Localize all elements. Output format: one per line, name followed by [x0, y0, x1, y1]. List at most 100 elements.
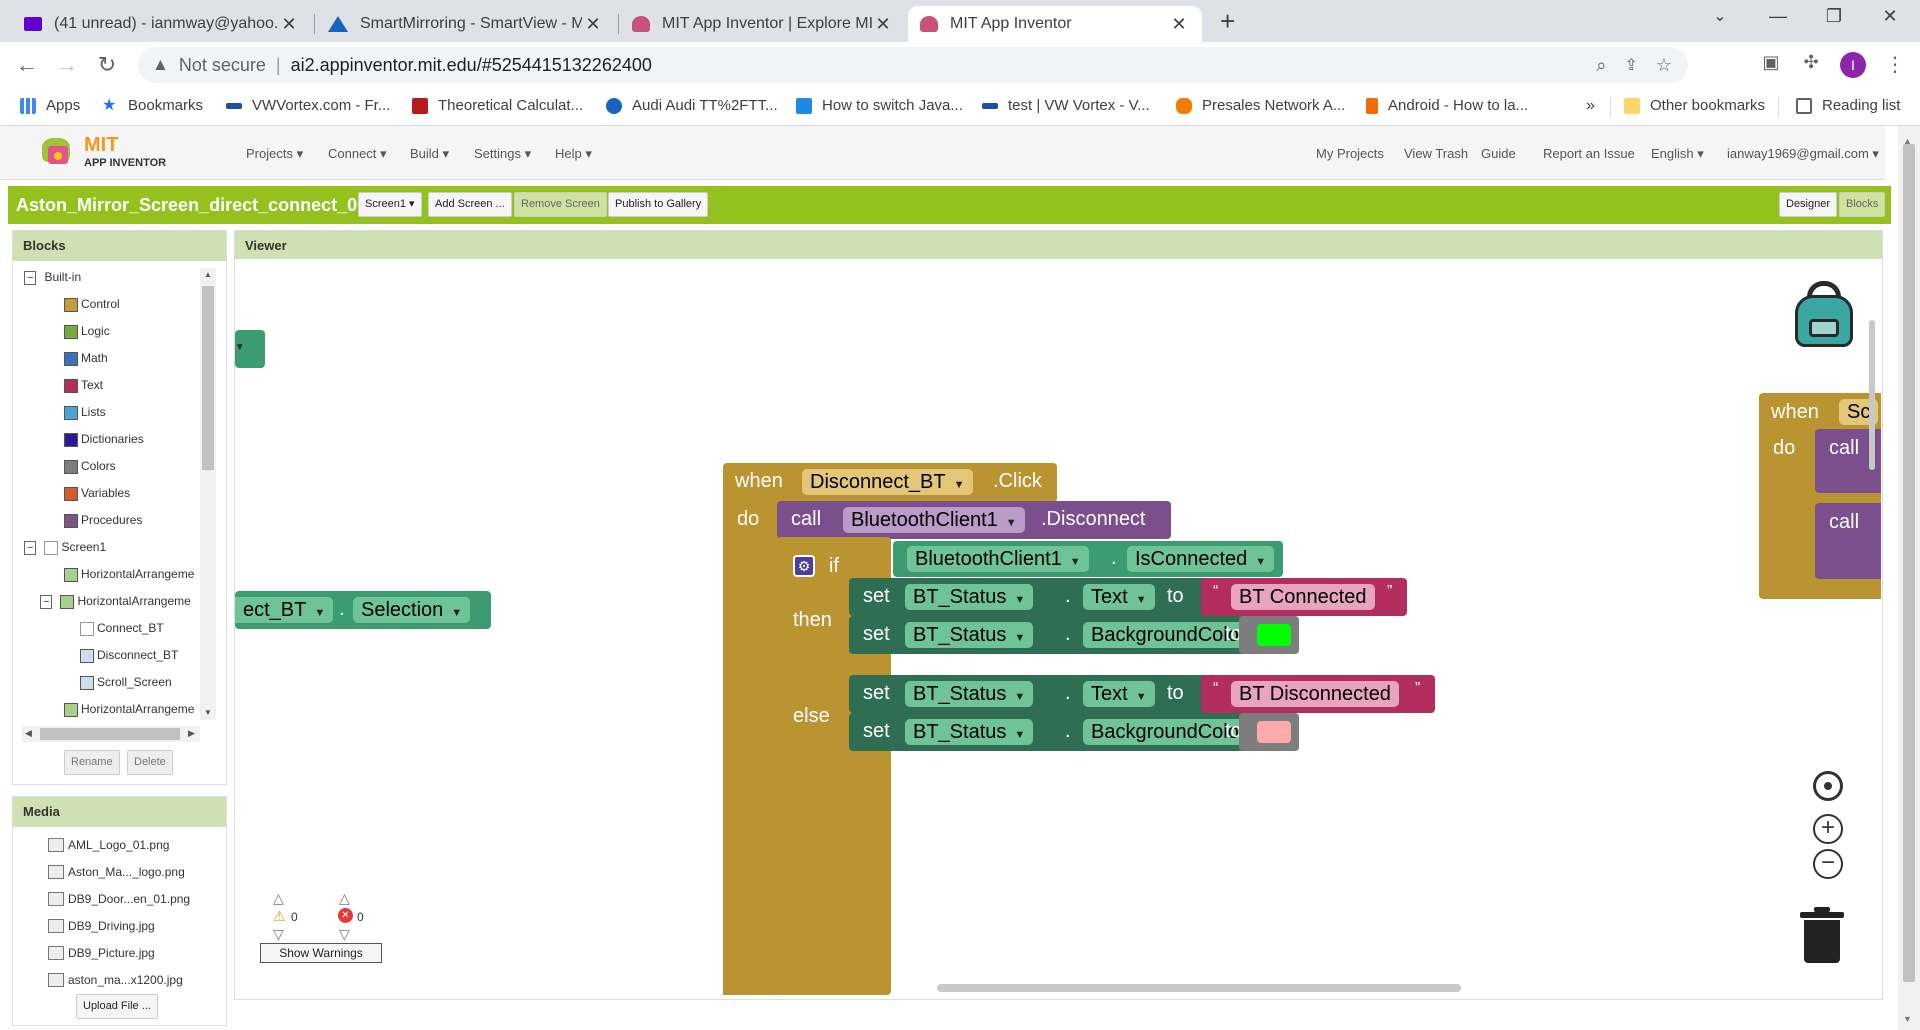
workspace-vscroll-thumb[interactable] [1869, 320, 1875, 470]
link-guide[interactable]: Guide [1481, 146, 1516, 161]
property-dropdown[interactable]: Selection▼ [353, 597, 471, 623]
menu-settings[interactable]: Settings ▾ [474, 146, 532, 161]
browser-tab-mail[interactable]: (41 unread) - ianmway@yahoo.co ✕ [12, 6, 312, 42]
media-file[interactable]: AML_Logo_01.png [48, 838, 169, 852]
text-literal-block[interactable]: “ BT Disconnected ” [1201, 675, 1435, 713]
bt-status-dropdown[interactable]: BT_Status▼ [905, 681, 1034, 707]
tab-close-icon[interactable]: ✕ [875, 13, 891, 34]
page-scrollbar[interactable]: ▲ ▼ [1898, 126, 1920, 1030]
forward-icon[interactable]: → [56, 52, 78, 77]
maximize-icon[interactable]: ❐ [1825, 6, 1843, 26]
backpack-icon[interactable] [1791, 281, 1857, 349]
reading-list[interactable]: Reading list [1796, 97, 1900, 114]
collapse-icon[interactable]: − [24, 541, 37, 555]
category-control[interactable]: Control [64, 297, 120, 312]
category-procedures[interactable]: Procedures [64, 513, 142, 528]
rename-button[interactable]: Rename [64, 750, 120, 775]
bookmark-presales[interactable]: Presales Network A... [1176, 97, 1345, 114]
bt-status-dropdown[interactable]: BT_Status▼ [905, 622, 1034, 648]
menu-build[interactable]: Build ▾ [410, 146, 450, 161]
cast-icon[interactable]: ▣ [1762, 52, 1780, 72]
media-file[interactable]: aston_ma...x1200.jpg [48, 973, 183, 987]
category-logic[interactable]: Logic [64, 324, 110, 339]
menu-dots-icon[interactable]: ⋮ [1885, 54, 1905, 76]
color-literal-block[interactable] [1239, 713, 1299, 751]
extensions-icon[interactable]: ✣ [1803, 52, 1819, 72]
link-report-issue[interactable]: Report an Issue [1543, 146, 1635, 161]
link-view-trash[interactable]: View Trash [1404, 146, 1469, 161]
pink-color-swatch[interactable] [1257, 721, 1291, 743]
scroll-up-icon[interactable]: ▲ [204, 270, 212, 279]
tree-component[interactable]: HorizontalArrangeme [64, 567, 194, 582]
menu-connect[interactable]: Connect ▾ [328, 146, 387, 161]
set-bgcolor-block[interactable]: set BT_Status▼ . BackgroundColor▼ to [849, 616, 1273, 654]
partial-block[interactable]: ▾ [235, 330, 265, 368]
delete-button[interactable]: Delete [127, 750, 173, 775]
new-tab-icon[interactable]: + [1220, 6, 1236, 36]
minimize-icon[interactable]: — [1769, 6, 1787, 26]
bt-client-dropdown[interactable]: BluetoothClient1▼ [843, 507, 1025, 533]
close-window-icon[interactable]: ✕ [1882, 6, 1898, 26]
scroll-down-icon[interactable]: ▼ [1903, 1014, 1912, 1024]
show-warnings-button[interactable]: Show Warnings [260, 943, 382, 963]
share-icon[interactable]: ⇪ [1624, 57, 1638, 74]
partial-call-block[interactable]: call [1815, 503, 1881, 579]
warning-prev-icon[interactable]: △ [273, 890, 284, 906]
account-menu[interactable]: ianway1969@gmail.com ▾ [1727, 146, 1879, 161]
bt-status-dropdown[interactable]: BT_Status▼ [905, 584, 1034, 610]
bookmark-star-icon[interactable]: ☆ [1655, 54, 1672, 75]
zoom-in-icon[interactable]: + [1813, 814, 1843, 844]
bookmark-apps[interactable]: Apps [20, 97, 80, 114]
category-variables[interactable]: Variables [64, 486, 130, 501]
tab-close-icon[interactable]: ✕ [281, 13, 297, 34]
browser-tab-explore[interactable]: MIT App Inventor | Explore MIT A ✕ [620, 6, 906, 42]
designer-button[interactable]: Designer [1779, 192, 1838, 217]
collapse-icon[interactable]: − [24, 271, 37, 285]
back-icon[interactable]: ← [16, 52, 38, 77]
media-file[interactable]: DB9_Door...en_01.png [48, 892, 190, 906]
address-bar[interactable]: ▲ Not secure | ai2.appinventor.mit.edu/#… [138, 47, 1688, 83]
browser-tab-smartview[interactable]: SmartMirroring - SmartView - Mo ✕ [316, 6, 616, 42]
bookmark-calculator[interactable]: Theoretical Calculat... [412, 97, 583, 114]
call-disconnect-block[interactable]: call BluetoothClient1▼ .Disconnect [777, 501, 1171, 539]
bookmark-vwvortex[interactable]: VWVortex.com - Fr... [226, 97, 390, 114]
url-text[interactable]: ai2.appinventor.mit.edu/#525441513226240… [290, 54, 652, 75]
category-colors[interactable]: Colors [64, 459, 116, 474]
other-bookmarks[interactable]: Other bookmarks [1624, 97, 1765, 114]
set-text-block[interactable]: set BT_Status▼ . Text▼ to [849, 578, 1209, 616]
color-literal-block[interactable] [1239, 616, 1299, 654]
workspace-hscroll-thumb[interactable] [937, 984, 1461, 992]
zoom-out-icon[interactable]: − [1813, 849, 1843, 879]
collapse-icon[interactable]: − [40, 595, 53, 609]
warning-next-icon[interactable]: ▽ [273, 926, 284, 942]
tree-scroll-thumb[interactable] [202, 286, 214, 470]
tree-component[interactable]: HorizontalArrangeme [64, 702, 194, 717]
blocks-workspace[interactable]: ▾ ect_BT▼ . Selection▼ when Disconnect_B… [235, 265, 1881, 995]
scroll-down-icon[interactable]: ▼ [204, 708, 212, 717]
tree-component[interactable]: Connect_BT [80, 621, 164, 636]
component-dropdown[interactable]: ect_BT▼ [235, 597, 334, 623]
remove-screen-button[interactable]: Remove Screen [514, 192, 607, 217]
scroll-right-icon[interactable]: ▶ [188, 728, 195, 738]
category-dictionaries[interactable]: Dictionaries [64, 432, 144, 447]
text-value[interactable]: BT Connected [1231, 584, 1375, 610]
blocks-button[interactable]: Blocks [1839, 192, 1886, 217]
tree-horizontal-scrollbar[interactable]: ◀ ▶ [22, 726, 200, 742]
category-math[interactable]: Math [64, 351, 108, 366]
green-color-swatch[interactable] [1257, 624, 1291, 646]
screen-select[interactable]: Screen1 ▾ [358, 192, 422, 217]
bookmark-audi[interactable]: Audi Audi TT%2FTT... [606, 97, 778, 114]
bookmark-java[interactable]: How to switch Java... [796, 97, 963, 114]
reload-icon[interactable]: ↻ [97, 52, 117, 77]
category-text[interactable]: Text [64, 378, 103, 393]
tree-vertical-scrollbar[interactable]: ▲ ▼ [200, 268, 216, 720]
category-lists[interactable]: Lists [64, 405, 106, 420]
mutator-gear-icon[interactable]: ⚙ [793, 555, 815, 577]
menu-help[interactable]: Help ▾ [555, 146, 592, 161]
tree-builtin[interactable]: −Built-in [24, 270, 81, 285]
text-property-dropdown[interactable]: Text▼ [1083, 681, 1155, 707]
isconnected-getter-block[interactable]: BluetoothClient1▼ . IsConnected▼ [893, 541, 1283, 577]
tree-screen1[interactable]: −Screen1 [24, 540, 106, 555]
media-file[interactable]: DB9_Driving.jpg [48, 919, 155, 933]
publish-gallery-button[interactable]: Publish to Gallery [608, 192, 709, 217]
